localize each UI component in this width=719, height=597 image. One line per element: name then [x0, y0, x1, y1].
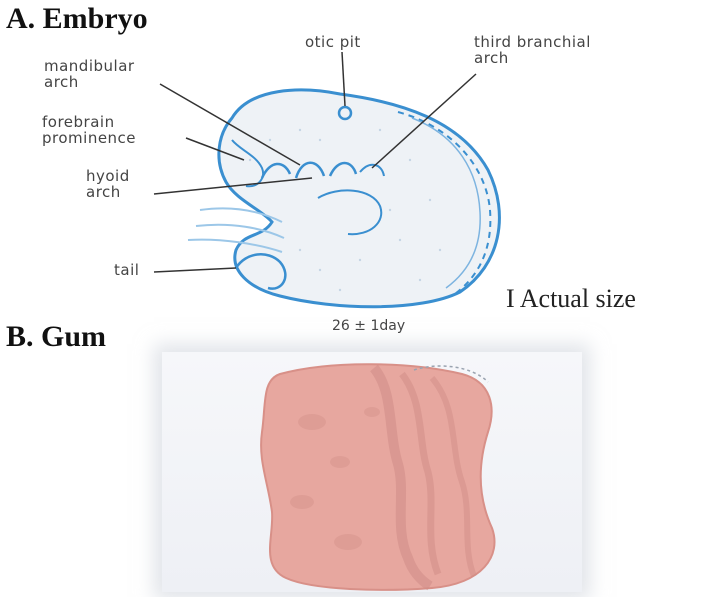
embryo-body [219, 90, 500, 307]
label-forebrain-prominence: forebrain prominence [42, 114, 136, 146]
gum-illustration [162, 352, 582, 592]
panel-b-title: B. Gum [6, 320, 106, 354]
label-hyoid-arch: hyoid arch [86, 168, 130, 200]
label-mandibular-arch: mandibular arch [44, 58, 135, 90]
scale-bar-icon: I [506, 284, 515, 313]
gum-photo [162, 352, 582, 592]
scale-indicator: I Actual size [506, 284, 636, 314]
age-caption: 26 ± 1day [332, 318, 405, 334]
label-tail: tail [114, 262, 139, 278]
label-third-branchial-arch: third branchial arch [474, 34, 591, 66]
label-otic-pit: otic pit [305, 34, 361, 50]
scale-text: Actual size [520, 284, 636, 313]
